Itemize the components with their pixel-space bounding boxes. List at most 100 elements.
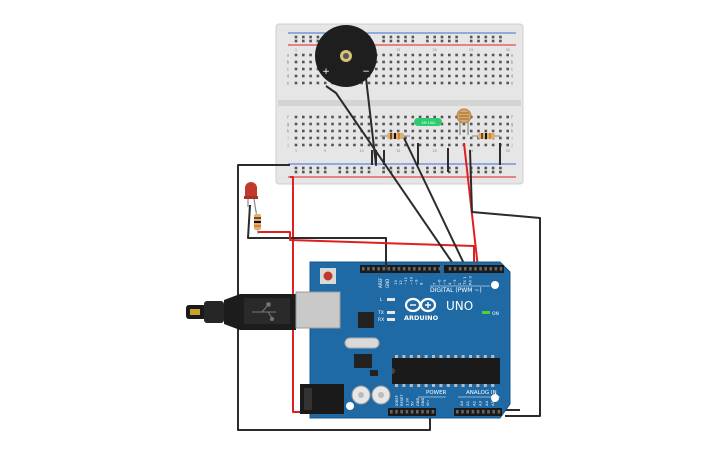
breadboard-hole[interactable] bbox=[455, 60, 458, 64]
breadboard-hole[interactable] bbox=[448, 60, 451, 64]
breadboard-hole[interactable] bbox=[499, 122, 502, 126]
rail-hole[interactable] bbox=[448, 170, 451, 174]
breadboard-hole[interactable] bbox=[433, 67, 436, 71]
rail-hole[interactable] bbox=[353, 170, 356, 174]
rail-hole[interactable] bbox=[433, 166, 436, 170]
breadboard-hole[interactable] bbox=[389, 81, 393, 85]
breadboard-hole[interactable] bbox=[360, 136, 363, 140]
rail-hole[interactable] bbox=[499, 39, 502, 43]
rail-hole[interactable] bbox=[455, 170, 458, 174]
breadboard-hole[interactable] bbox=[360, 143, 363, 147]
rail-hole[interactable] bbox=[477, 170, 480, 174]
breadboard-hole[interactable] bbox=[455, 74, 458, 78]
breadboard-hole[interactable] bbox=[389, 53, 393, 57]
header-digital-left[interactable] bbox=[392, 265, 440, 273]
breadboard-hole[interactable] bbox=[484, 53, 488, 57]
breadboard-hole[interactable] bbox=[411, 115, 415, 119]
rail-hole[interactable] bbox=[396, 39, 400, 43]
breadboard-hole[interactable] bbox=[433, 74, 436, 78]
rail-hole[interactable] bbox=[484, 39, 488, 43]
breadboard-hole[interactable] bbox=[389, 143, 393, 147]
breadboard-hole[interactable] bbox=[389, 74, 393, 78]
breadboard-hole[interactable] bbox=[382, 115, 385, 119]
rail-hole[interactable] bbox=[382, 166, 385, 170]
header-pin[interactable] bbox=[397, 267, 401, 271]
breadboard-hole[interactable] bbox=[331, 136, 334, 140]
breadboard-hole[interactable] bbox=[389, 60, 393, 64]
breadboard-hole[interactable] bbox=[433, 115, 436, 119]
breadboard-hole[interactable] bbox=[302, 143, 305, 147]
breadboard-hole[interactable] bbox=[418, 81, 422, 85]
header-pin[interactable] bbox=[456, 410, 459, 414]
breadboard-hole[interactable] bbox=[323, 136, 327, 140]
wire-buzzer-minus[interactable] bbox=[365, 77, 377, 166]
breadboard-hole[interactable] bbox=[484, 60, 488, 64]
photoresistor[interactable] bbox=[456, 108, 472, 135]
header-pin[interactable] bbox=[464, 267, 467, 271]
breadboard-hole[interactable] bbox=[360, 81, 363, 85]
rail-hole[interactable] bbox=[491, 39, 495, 43]
breadboard-hole[interactable] bbox=[294, 60, 298, 64]
breadboard-hole[interactable] bbox=[294, 136, 298, 140]
breadboard-hole[interactable] bbox=[396, 67, 400, 71]
header-pin[interactable] bbox=[474, 267, 477, 271]
breadboard-hole[interactable] bbox=[448, 122, 451, 126]
breadboard-hole[interactable] bbox=[462, 74, 466, 78]
breadboard-hole[interactable] bbox=[382, 122, 385, 126]
breadboard-hole[interactable] bbox=[469, 122, 473, 126]
breadboard-hole[interactable] bbox=[484, 143, 488, 147]
breadboard-hole[interactable] bbox=[440, 67, 444, 71]
breadboard-hole[interactable] bbox=[469, 60, 473, 64]
rail-hole[interactable] bbox=[455, 35, 458, 39]
breadboard-hole[interactable] bbox=[353, 115, 356, 119]
breadboard-hole[interactable] bbox=[418, 115, 422, 119]
rail-hole[interactable] bbox=[404, 166, 407, 170]
breadboard-hole[interactable] bbox=[375, 143, 378, 147]
breadboard-hole[interactable] bbox=[462, 81, 466, 85]
header-pin[interactable] bbox=[421, 410, 424, 414]
header-pin[interactable] bbox=[466, 410, 469, 414]
breadboard-hole[interactable] bbox=[469, 53, 473, 57]
breadboard-hole[interactable] bbox=[477, 74, 480, 78]
breadboard-hole[interactable] bbox=[469, 74, 473, 78]
rail-hole[interactable] bbox=[499, 166, 502, 170]
usb-port[interactable] bbox=[295, 291, 341, 329]
buzzer[interactable]: + − bbox=[315, 25, 377, 87]
breadboard-hole[interactable] bbox=[418, 74, 422, 78]
header-pin[interactable] bbox=[469, 267, 472, 271]
rail-hole[interactable] bbox=[367, 170, 371, 174]
breadboard-hole[interactable] bbox=[389, 115, 393, 119]
breadboard-hole[interactable] bbox=[367, 129, 371, 133]
breadboard-hole[interactable] bbox=[404, 81, 407, 85]
breadboard-hole[interactable] bbox=[323, 129, 327, 133]
header-pin[interactable] bbox=[471, 410, 475, 414]
breadboard-hole[interactable] bbox=[345, 122, 349, 126]
breadboard-hole[interactable] bbox=[448, 115, 451, 119]
breadboard-hole[interactable] bbox=[477, 67, 480, 71]
header-pin[interactable] bbox=[372, 267, 375, 271]
breadboard-hole[interactable] bbox=[302, 122, 305, 126]
breadboard-hole[interactable] bbox=[309, 115, 312, 119]
breadboard-hole[interactable] bbox=[433, 129, 436, 133]
breadboard-hole[interactable] bbox=[462, 60, 466, 64]
breadboard-hole[interactable] bbox=[440, 129, 444, 133]
breadboard-hole[interactable] bbox=[316, 136, 320, 140]
breadboard-hole[interactable] bbox=[484, 129, 488, 133]
breadboard-hole[interactable] bbox=[484, 81, 488, 85]
breadboard-hole[interactable] bbox=[433, 60, 436, 64]
breadboard-hole[interactable] bbox=[506, 60, 509, 64]
rail-hole[interactable] bbox=[411, 166, 415, 170]
header-pin[interactable] bbox=[405, 410, 409, 414]
breadboard-hole[interactable] bbox=[426, 81, 429, 85]
header-pin[interactable] bbox=[407, 267, 411, 271]
breadboard-hole[interactable] bbox=[469, 129, 473, 133]
rail-hole[interactable] bbox=[382, 39, 385, 43]
breadboard-hole[interactable] bbox=[499, 60, 502, 64]
rail-hole[interactable] bbox=[404, 170, 407, 174]
breadboard-hole[interactable] bbox=[462, 136, 466, 140]
breadboard-hole[interactable] bbox=[462, 67, 466, 71]
breadboard-hole[interactable] bbox=[353, 122, 356, 126]
wire-gnd-left[interactable] bbox=[237, 164, 431, 431]
rail-hole[interactable] bbox=[469, 35, 473, 39]
rail-hole[interactable] bbox=[404, 39, 407, 43]
